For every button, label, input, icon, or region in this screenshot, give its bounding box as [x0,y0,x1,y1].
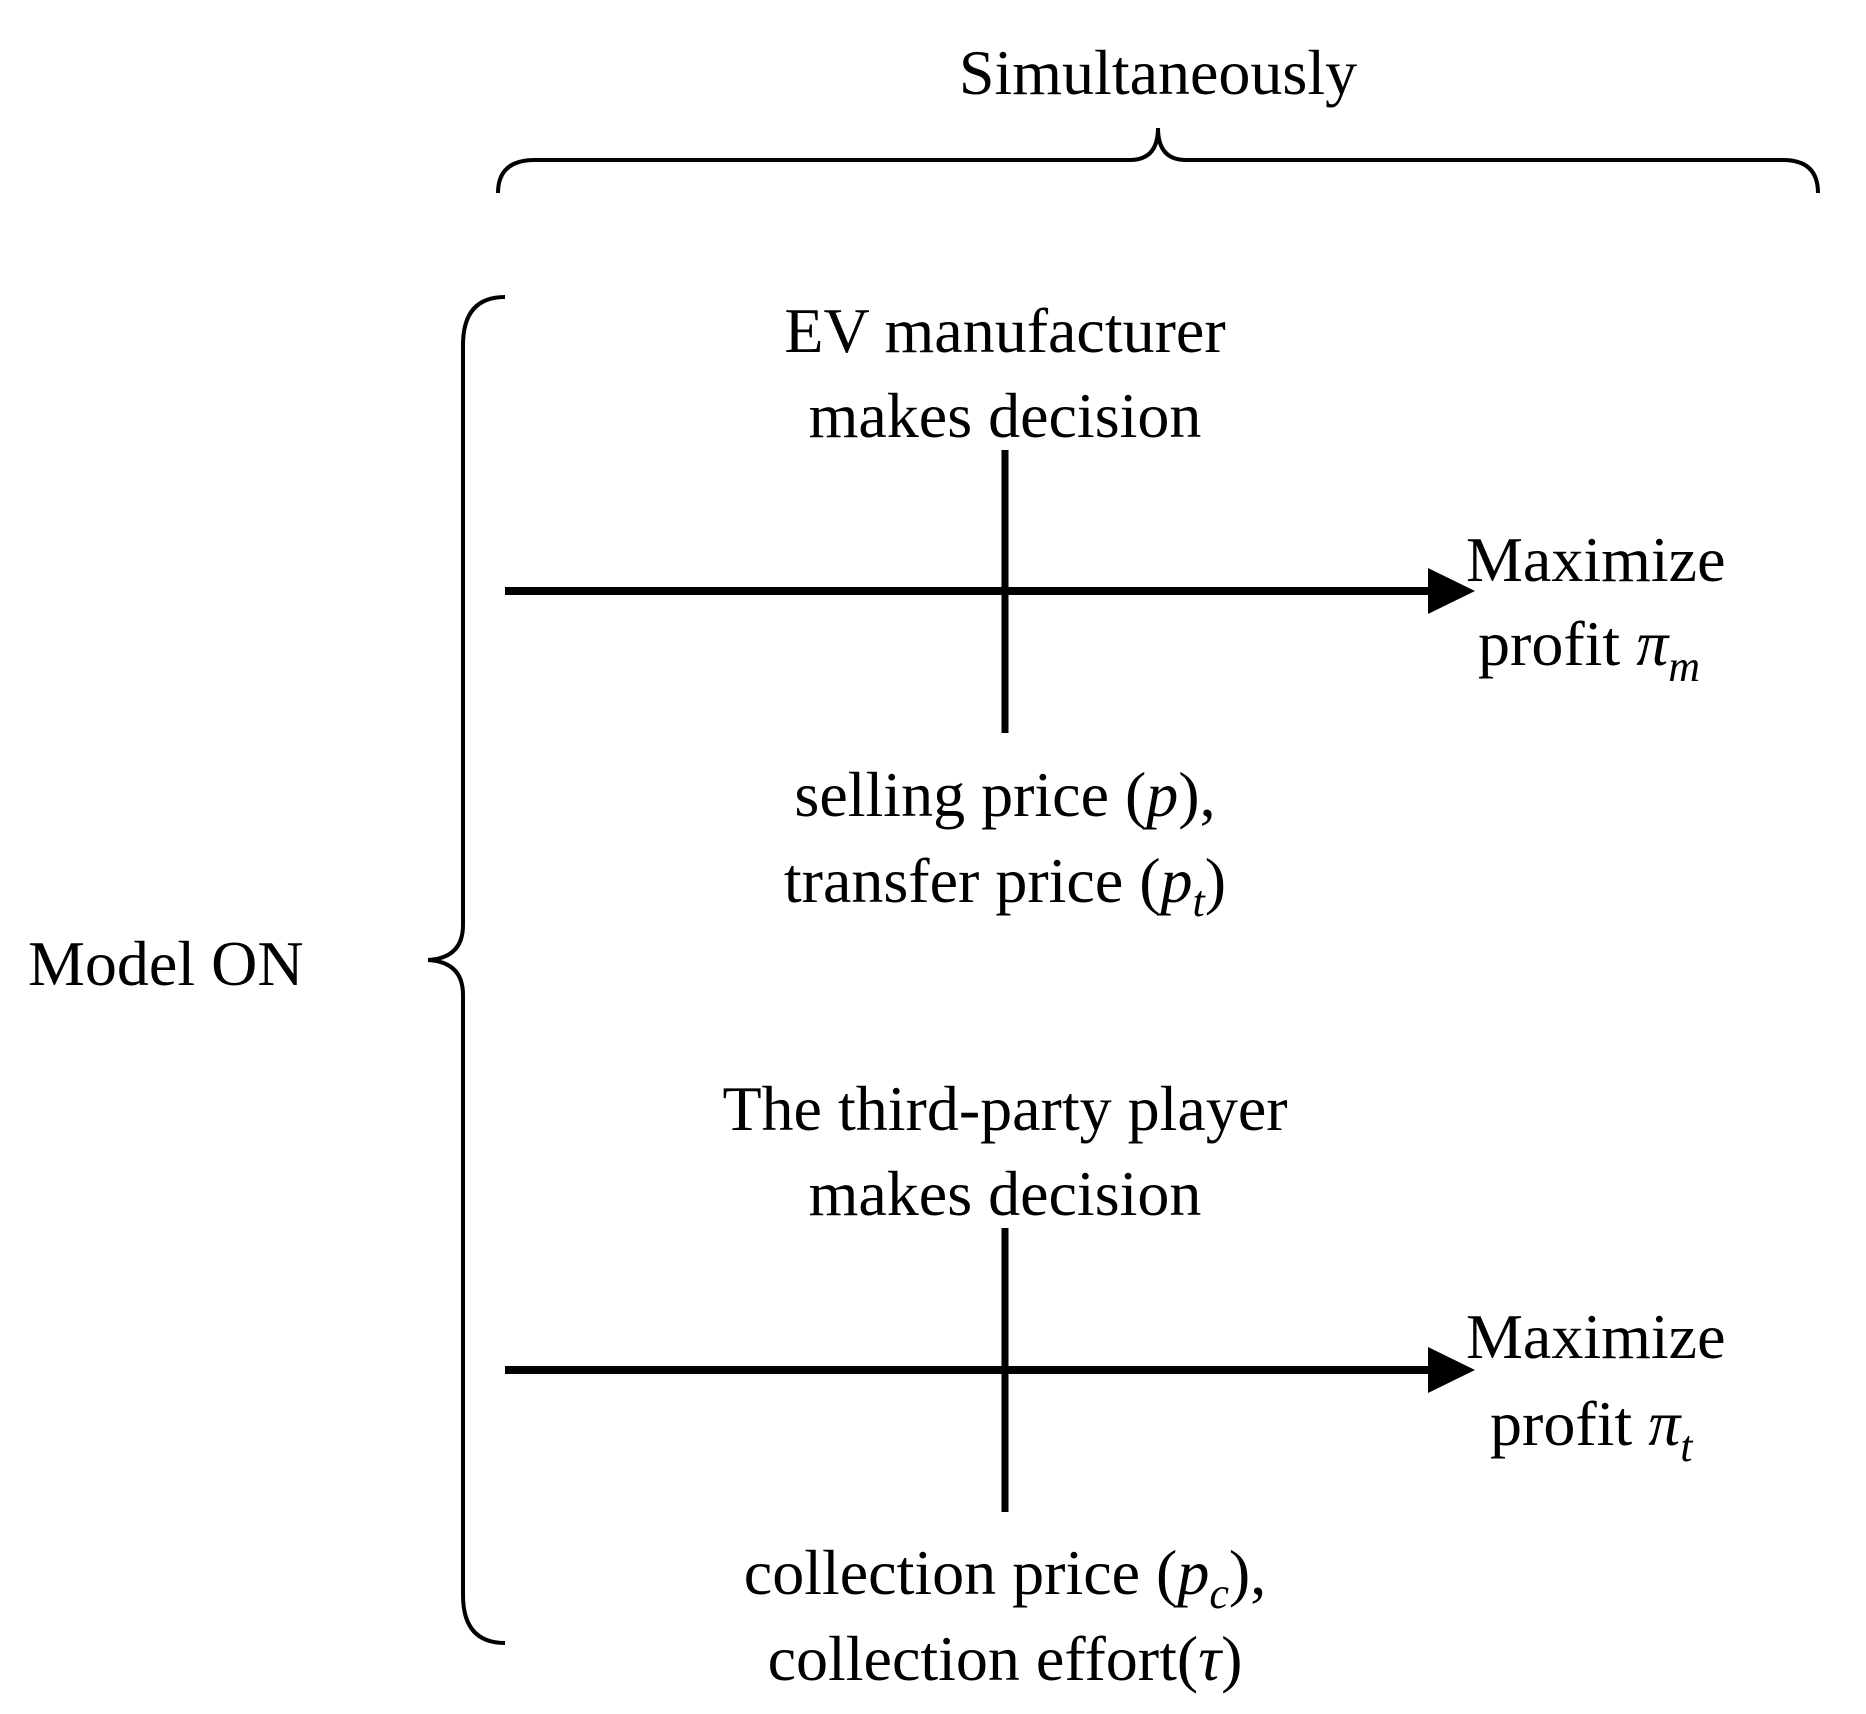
side-label: Model ON [28,928,304,999]
manufacturer-arrowhead [1428,568,1475,614]
top-label: Simultaneously [959,37,1357,108]
left-brace [427,295,506,1645]
manufacturer-title-line1: EV manufacturer [784,295,1225,366]
third-party-arrowhead [1428,1347,1475,1393]
third-party-outcome-line1: Maximize [1466,1301,1725,1372]
third-party-title-line2: makes decision [809,1158,1202,1229]
manufacturer-decision-line2: transfer price (pt) [784,845,1226,926]
third-party-timeline: The third-party player makes decision Ma… [505,1073,1725,1694]
manufacturer-title-line2: makes decision [809,380,1202,451]
manufacturer-outcome-line1: Maximize [1466,524,1725,595]
manufacturer-outcome-line2: profit πm [1478,608,1700,691]
third-party-outcome-line2: profit πt [1490,1388,1694,1471]
manufacturer-decision-line1: selling price (p), [794,759,1215,830]
third-party-title-line1: The third-party player [722,1073,1287,1144]
third-party-decision-line2: collection effort(τ) [768,1623,1243,1694]
manufacturer-timeline: EV manufacturer makes decision Maximize … [505,295,1725,926]
third-party-decision-line1: collection price (pc), [744,1537,1266,1618]
top-brace [496,127,1820,194]
